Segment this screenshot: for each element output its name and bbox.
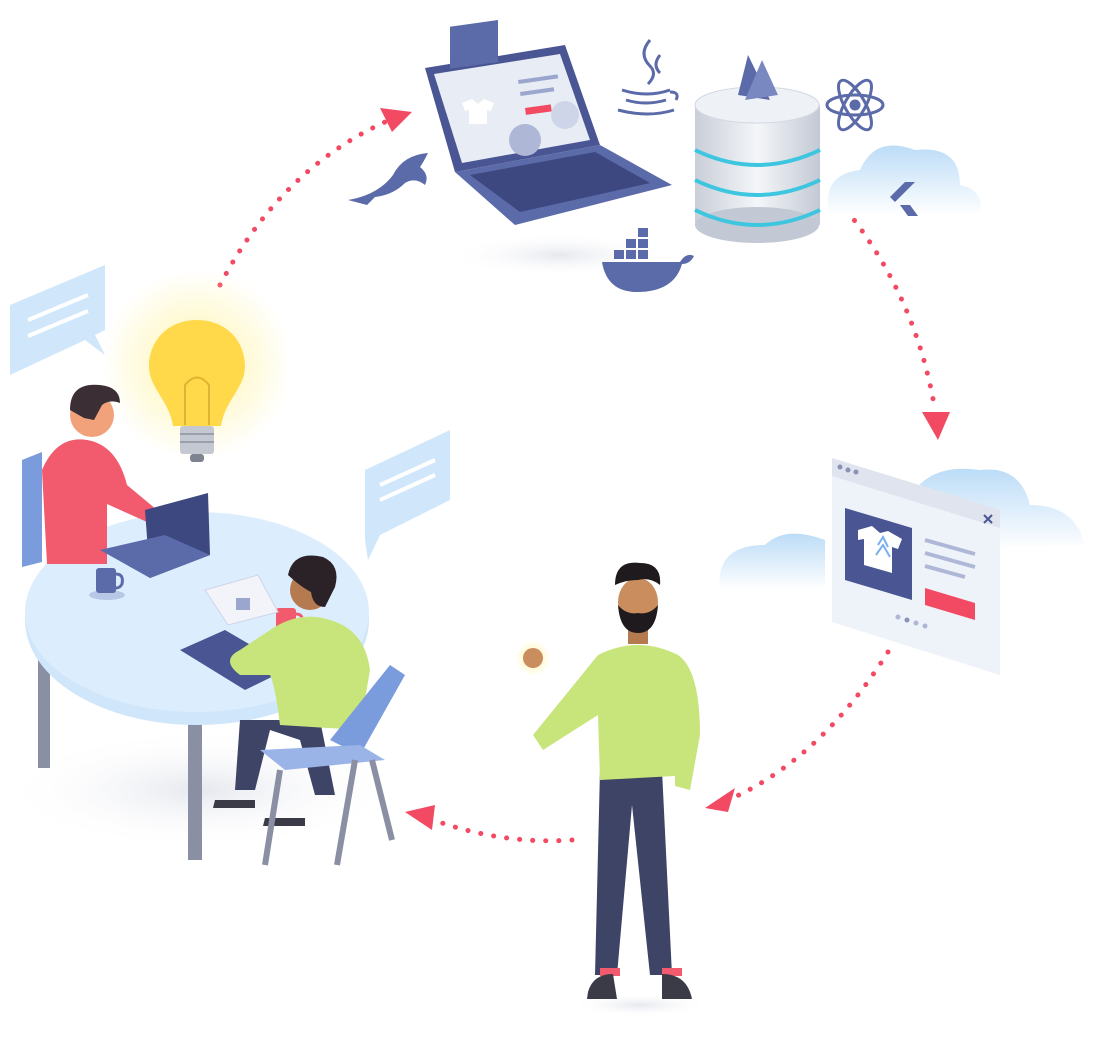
java-icon bbox=[617, 39, 679, 116]
cloud-icon bbox=[828, 145, 981, 215]
document-sheet bbox=[204, 574, 279, 626]
office-chair bbox=[260, 665, 405, 866]
office-chair bbox=[22, 452, 42, 567]
lightbulb-icon bbox=[102, 270, 292, 462]
laptop-icon bbox=[100, 493, 210, 578]
arrow-head-right bbox=[380, 108, 412, 132]
chat-bubble-icon bbox=[10, 265, 105, 375]
browser-window-icon bbox=[832, 458, 1000, 675]
person-standing-thumbs-up bbox=[515, 562, 710, 1017]
dotted-arc-user-to-team bbox=[425, 815, 575, 844]
database-icon bbox=[694, 86, 821, 243]
dotted-arc-build-to-deploy bbox=[835, 197, 938, 413]
dotted-arc-idea-to-build bbox=[217, 119, 388, 288]
firebase-icon bbox=[738, 55, 778, 100]
cycle-path bbox=[217, 119, 938, 844]
docker-icon bbox=[602, 228, 694, 292]
dotted-arc-deploy-to-user bbox=[725, 649, 891, 803]
arrow-head-left bbox=[705, 788, 735, 812]
mysql-dolphin-icon bbox=[348, 153, 428, 205]
coffee-mug-icon bbox=[89, 568, 125, 600]
arrow-head-left-up bbox=[405, 805, 435, 830]
flutter-icon bbox=[890, 182, 918, 216]
arrow-head-down bbox=[922, 412, 950, 440]
person-red-shirt bbox=[42, 384, 157, 564]
person-green-shirt-seated bbox=[213, 555, 370, 826]
laptop-icon bbox=[425, 20, 672, 277]
react-icon bbox=[825, 78, 885, 132]
chat-bubble-icon bbox=[365, 430, 450, 560]
